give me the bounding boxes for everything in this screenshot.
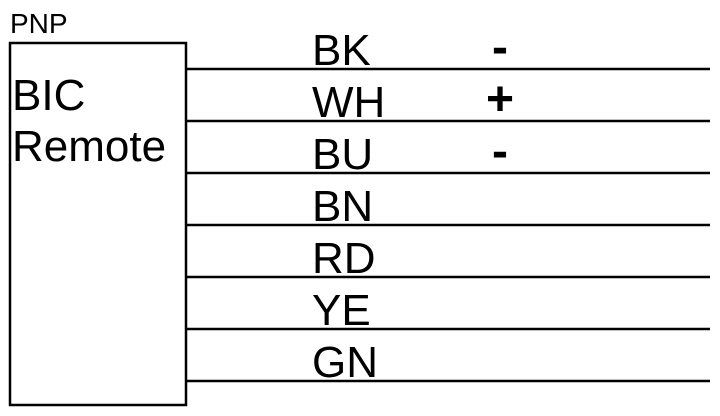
wire-code-bu: BU — [312, 130, 373, 179]
wire-code-bk: BK — [312, 26, 371, 75]
device-label-line1: BIC — [12, 71, 85, 120]
wire-code-rd: RD — [312, 234, 376, 283]
wire-code-bn: BN — [312, 182, 373, 231]
wire-code-ye: YE — [312, 286, 371, 335]
device-label-line2: Remote — [12, 122, 166, 171]
plus-polarity-wh: + — [486, 73, 514, 126]
minus-polarity-bu: - — [492, 125, 508, 178]
minus-polarity-bk: - — [492, 21, 508, 74]
wire-code-wh: WH — [312, 78, 385, 127]
pnp-type-label: PNP — [10, 8, 68, 39]
wire-code-gn: GN — [312, 338, 378, 387]
